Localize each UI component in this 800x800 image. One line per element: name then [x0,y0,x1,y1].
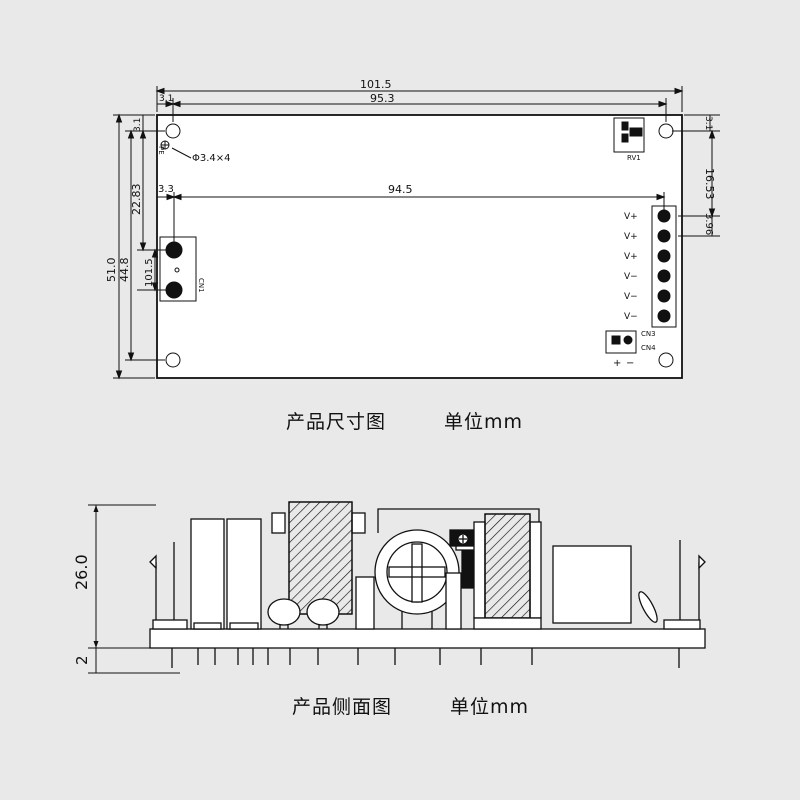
side-pcb [149,628,706,649]
cn3-pin [657,289,671,303]
mounting-hole [658,123,674,139]
bottom-pins [171,648,680,668]
side-view-caption: 产品侧面图 [292,696,393,718]
top-view [113,86,720,380]
hole-leader [171,147,192,159]
top-view-caption: 产品尺寸图 [286,411,387,433]
side-transformer [288,501,353,615]
cn4-label: CN4 [641,344,656,352]
dim-cn1-offset-x: 3.3 [158,184,174,195]
cn3-body [651,205,677,328]
dim-pin-length: 2 [73,655,91,665]
mounting-hole [658,352,674,368]
dim-left-offset: 3.1 [159,94,173,104]
side-component [306,598,340,626]
dim-top-offset-left: 3.1 [133,118,143,132]
pin-label-vminus: V− [624,292,638,302]
dim-connector-spacing: 94.5 [388,183,413,196]
cn4-minus-label: − [626,358,634,369]
dim-height: 51.0 [105,258,118,283]
dim-hole-spacing: 95.3 [370,92,395,105]
side-component [552,545,632,624]
side-inductor [484,513,531,619]
side-component [355,576,375,630]
hole-mark-label: PE [157,146,165,155]
mounting-hole [165,352,181,368]
pin-label-vplus: V+ [624,252,638,262]
dim-cn1-pitch: 101.5 [144,258,155,287]
dim-cn3-pitch: 3.96 [703,213,714,235]
top-view-labels: 101.5 95.3 3.1 3.3 94.5 Φ3.4×4 PE 51.0 4… [105,78,716,369]
cn3-pin [657,229,671,243]
cn3-pin [657,209,671,223]
dim-cn1-offset-y: 22.83 [130,184,143,216]
side-view-labels: 26.0 2 [72,554,91,665]
dim-top-offset-right: 3.1 [703,116,713,130]
side-component [190,518,225,630]
side-component [267,598,301,626]
pin-label-vplus: V+ [624,212,638,222]
pin-label-vminus: V− [624,272,638,282]
mounting-hole [165,123,181,139]
dim-cn3-offset-y: 16.53 [703,168,716,200]
pin-label-vminus: V− [624,312,638,322]
cn3-pin [657,249,671,263]
rv1-label: RV1 [627,154,641,162]
cn3-pin [657,309,671,323]
side-view-unit: 单位mm [450,696,530,718]
pin-label-vplus: V+ [624,232,638,242]
rv1-body [613,117,645,153]
side-view [88,501,706,674]
top-view-unit: 单位mm [444,411,524,433]
cn3-label: CN3 [641,330,656,338]
dim-side-height: 26.0 [72,554,91,590]
cn4-plus-label: + [613,358,621,369]
dim-overall-width: 101.5 [360,78,392,91]
dim-hole-spacing-y: 44.8 [118,258,131,283]
cn1-label: CN1 [197,278,205,293]
cn3-pin [657,269,671,283]
pcb-outline [156,114,683,379]
side-component [445,572,462,630]
side-component [226,518,262,630]
hole-spec: Φ3.4×4 [192,153,231,164]
